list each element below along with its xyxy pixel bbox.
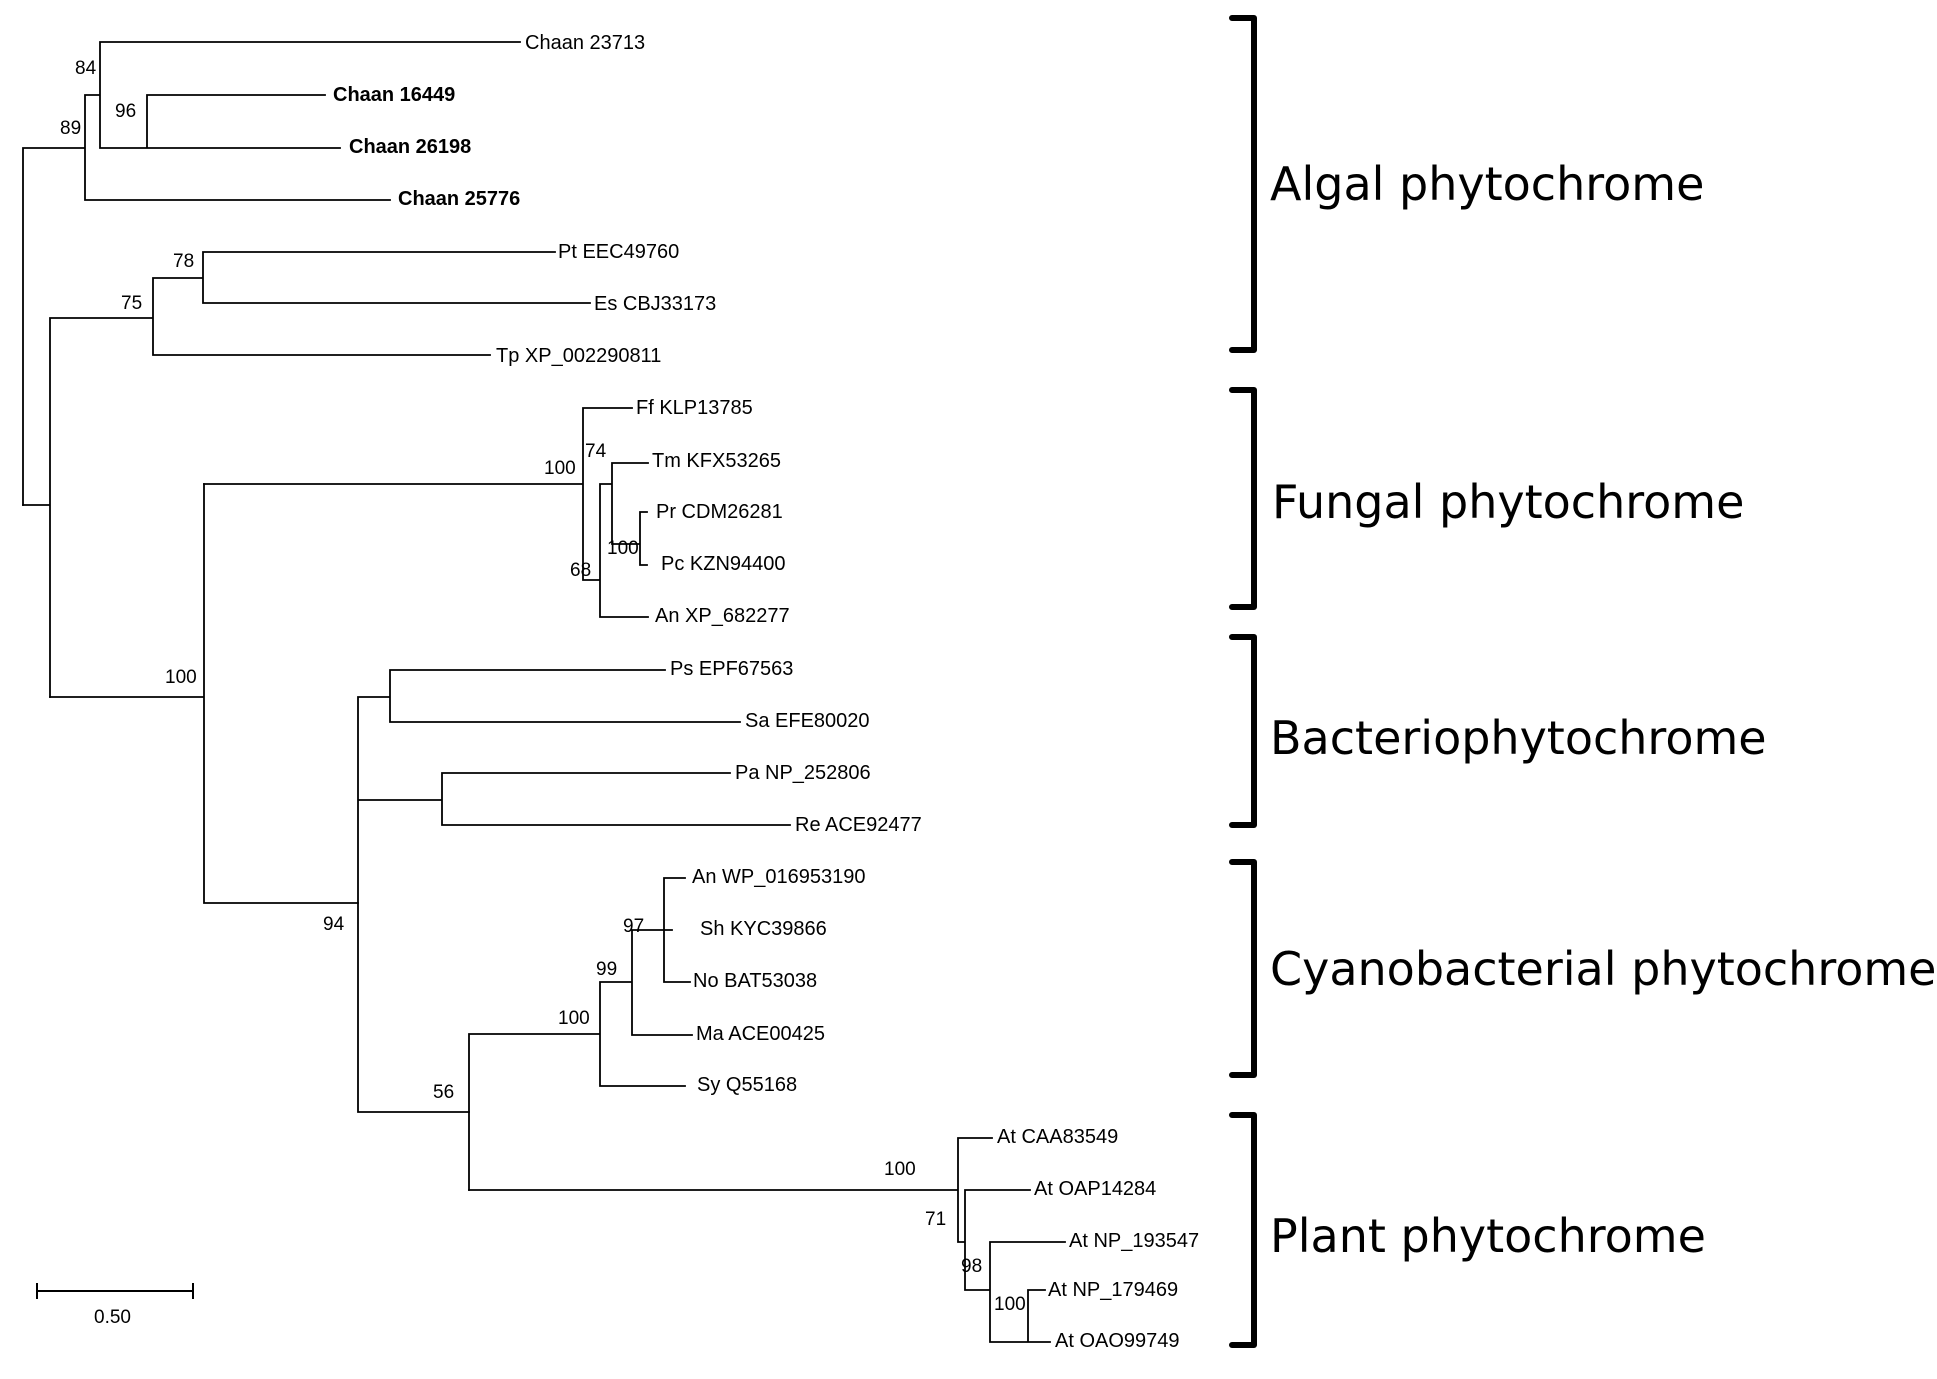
branch — [203, 407, 649, 618]
bootstrap-value: 56 — [433, 1082, 454, 1103]
bootstrap-value: 78 — [173, 251, 194, 272]
leaf-label: At OAO99749 — [1055, 1330, 1180, 1352]
leaf-label: Pc KZN94400 — [661, 553, 786, 575]
leaf-label: Es CBJ33173 — [594, 293, 716, 315]
bootstrap-value: 96 — [115, 101, 136, 122]
leaf-labels: Chaan 23713 Chaan 16449 Chaan 26198 Chaa… — [333, 32, 1199, 1352]
bootstrap-value: 71 — [925, 1209, 946, 1230]
branch — [468, 1137, 1066, 1343]
group-label-algal: Algal phytochrome — [1270, 157, 1704, 211]
group-label-fungal: Fungal phytochrome — [1272, 475, 1744, 529]
leaf-label: Pr CDM26281 — [656, 501, 783, 523]
leaf-label: Re ACE92477 — [795, 814, 922, 836]
branch — [22, 41, 521, 506]
bracket-algal — [1229, 15, 1257, 353]
leaf-label: At CAA83549 — [997, 1126, 1118, 1148]
bootstrap-value: 100 — [544, 458, 576, 479]
leaf-label: Pt EEC49760 — [558, 241, 679, 263]
bootstrap-value: 74 — [585, 441, 607, 462]
leaf-label: Ps EPF67563 — [670, 658, 793, 680]
leaf-label: At NP_179469 — [1048, 1279, 1178, 1301]
leaf-label: Tp XP_002290811 — [496, 345, 661, 367]
bracket-plant — [1229, 1112, 1257, 1348]
leaf-label: Chaan 23713 — [525, 32, 645, 54]
group-labels: Algal phytochrome Fungal phytochrome Bac… — [1270, 157, 1936, 1263]
leaf-label: Chaan 25776 — [398, 188, 520, 210]
leaf-label: An XP_682277 — [655, 605, 790, 627]
bootstrap-value: 100 — [994, 1294, 1026, 1315]
scale-bar: 0.50 — [36, 1283, 194, 1328]
scale-bar-label: 0.50 — [94, 1307, 131, 1328]
leaf-label: Ff KLP13785 — [636, 397, 753, 419]
bootstrap-value: 100 — [558, 1008, 590, 1029]
bootstrap-value: 100 — [607, 538, 639, 559]
bootstrap-value: 98 — [961, 1256, 982, 1277]
leaf-label: No BAT53038 — [693, 970, 817, 992]
bootstrap-value: 97 — [623, 916, 644, 937]
bootstrap-value: 94 — [323, 914, 345, 935]
leaf-label: Chaan 26198 — [349, 136, 471, 158]
bracket-bacterio — [1229, 634, 1257, 828]
leaf-label: Pa NP_252806 — [735, 762, 871, 784]
bootstrap-value: 99 — [596, 959, 617, 980]
leaf-label: Chaan 16449 — [333, 84, 455, 106]
support-values: 84 96 89 78 75 100 74 100 68 100 97 99 1… — [60, 58, 1026, 1315]
bracket-cyano — [1229, 859, 1257, 1078]
branch — [22, 251, 591, 698]
leaf-label: An WP_016953190 — [692, 866, 865, 888]
bootstrap-value: 84 — [75, 58, 97, 79]
leaf-label: Ma ACE00425 — [696, 1023, 825, 1045]
leaf-label: At OAP14284 — [1034, 1178, 1156, 1200]
bracket-fungal — [1229, 387, 1257, 610]
group-label-bacterio: Bacteriophytochrome — [1270, 711, 1767, 765]
bootstrap-value: 100 — [884, 1159, 916, 1180]
tree-branches — [22, 41, 1066, 1343]
bootstrap-value: 89 — [60, 118, 81, 139]
group-label-plant: Plant phytochrome — [1270, 1209, 1706, 1263]
branch — [357, 669, 791, 1113]
clade-brackets — [1229, 15, 1257, 1348]
group-label-cyano: Cyanobacterial phytochrome — [1270, 942, 1936, 996]
leaf-label: Sa EFE80020 — [745, 710, 870, 732]
bootstrap-value: 100 — [165, 667, 197, 688]
bootstrap-value: 68 — [570, 560, 591, 581]
leaf-label: At NP_193547 — [1069, 1230, 1199, 1252]
leaf-label: Tm KFX53265 — [652, 450, 781, 472]
leaf-label: Sy Q55168 — [697, 1074, 797, 1096]
branch — [49, 483, 359, 904]
bootstrap-value: 75 — [121, 293, 142, 314]
branch — [468, 877, 693, 1191]
leaf-label: Sh KYC39866 — [700, 918, 827, 940]
